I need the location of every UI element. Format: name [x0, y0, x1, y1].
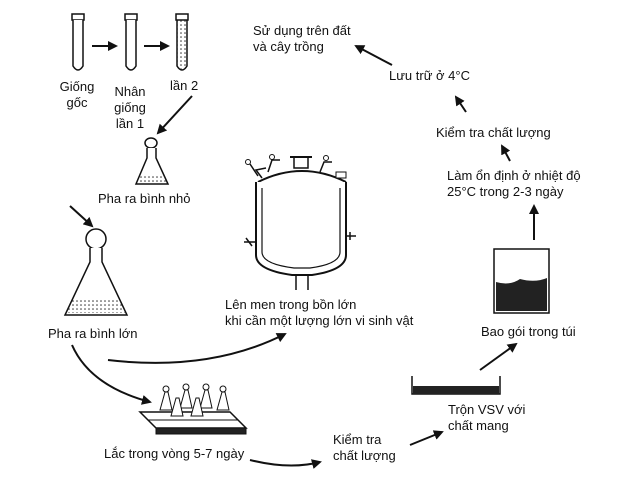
- arrow-qc-to-mixing: [409, 430, 444, 446]
- label-large-flask: Pha ra bình lớn: [48, 326, 138, 341]
- arrow-mixing-to-bag: [479, 342, 518, 371]
- large-flask-icon: [63, 228, 129, 316]
- arrow-qc2-to-storage: [454, 95, 467, 113]
- arrow-stabilize-to-qc2: [501, 144, 511, 162]
- label-small-flask: Pha ra bình nhỏ: [98, 191, 191, 206]
- arrow-small-to-large-flask: [69, 205, 94, 228]
- small-flask-icon: [134, 137, 170, 185]
- arrow-large-flask-to-shaker: [71, 344, 152, 405]
- shaker-icon: [138, 383, 248, 435]
- fermenter-tank-icon: [244, 154, 356, 290]
- arrow-tube3-small-flask: [156, 95, 193, 135]
- label-second-propagation: lần 2: [170, 78, 199, 93]
- arrow-large-flask-to-fermenter: [107, 333, 287, 364]
- label-mix-carrier: Trộn VSV với chất mang: [448, 402, 526, 433]
- label-stabilize: Làm ổn định ở nhiệt độ 25°C trong 2-3 ng…: [447, 168, 581, 199]
- test-tube-first-icon: [124, 13, 138, 71]
- bag-icon: [493, 248, 550, 314]
- label-quality-check-2: Kiểm tra chất lượng: [436, 125, 551, 140]
- arrow-storage-to-use: [354, 45, 393, 66]
- label-first-propagation: Nhân giống lần 1: [114, 84, 146, 131]
- label-quality-check-1: Kiểm tra chất lượng: [333, 432, 396, 463]
- label-fermentation: Lên men trong bồn lớn khi cần một lượng …: [225, 297, 414, 328]
- mixing-tray-icon: [411, 376, 501, 395]
- label-shaking: Lắc trong vòng 5-7 ngày: [104, 446, 245, 461]
- test-tube-stock-icon: [71, 13, 85, 71]
- label-packaging: Bao gói trong túi: [481, 324, 576, 339]
- label-storage: Lưu trữ ở 4°C: [389, 68, 470, 83]
- arrow-shaker-to-qc: [249, 459, 322, 469]
- test-tube-second-icon: [175, 13, 189, 71]
- label-field-use: Sử dụng trên đất và cây trồng: [253, 23, 351, 54]
- label-stock-culture: Giống gốc: [59, 79, 95, 110]
